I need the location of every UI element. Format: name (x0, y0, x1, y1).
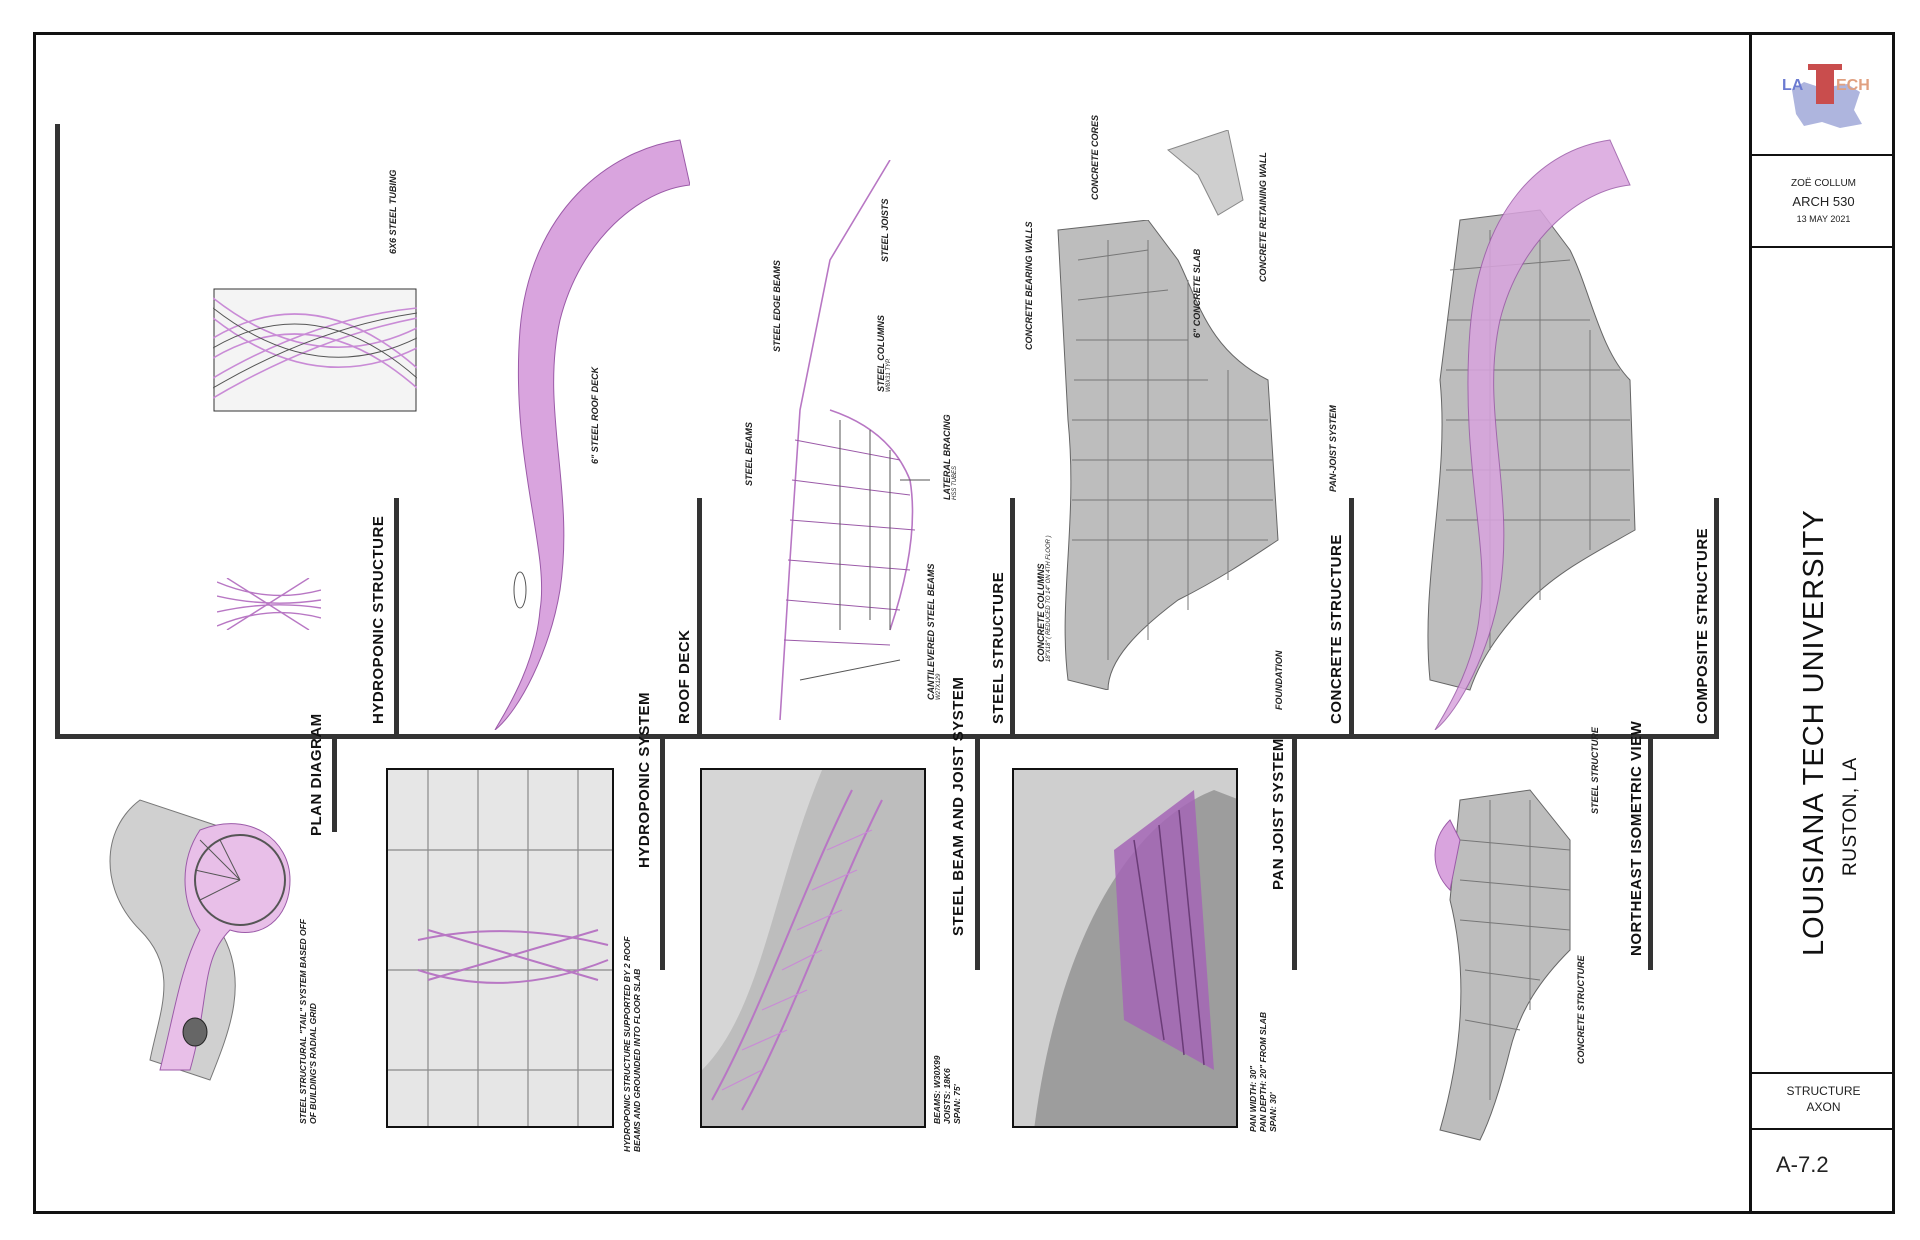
divider-left (55, 124, 60, 739)
label-plan-diagram: PLAN DIAGRAM (308, 713, 325, 836)
sheet-title-line2: AXON (1806, 1100, 1841, 1114)
callout-concrete-bearing-walls: CONCRETE BEARING WALLS (1024, 221, 1034, 350)
title-block: LA ECH ZOË COLLUM ARCH 530 13 MAY 2021 L… (1749, 32, 1895, 1214)
divider-bottom-3 (975, 734, 980, 970)
divider-top-3 (1010, 498, 1015, 739)
callout-ne-concrete-structure: CONCRETE STRUCTURE (1576, 955, 1586, 1064)
sheet-number-cell: A-7.2 (1752, 1130, 1895, 1211)
callout-ne-steel-structure: STEEL STRUCTURE (1590, 727, 1600, 814)
callout-pan-joist-system: PAN-JOIST SYSTEM (1328, 405, 1338, 492)
pan-joist-render (1014, 770, 1236, 1126)
label-hydroponic-structure: HYDROPONIC STRUCTURE (370, 515, 387, 724)
callout-foundation: FOUNDATION (1274, 650, 1284, 710)
plan-diagram (109, 799, 291, 1081)
divider-bottom-4 (1292, 734, 1297, 970)
divider-horizontal (55, 734, 1719, 739)
logo-cell: LA ECH (1752, 32, 1895, 156)
hydroponic-tower-model (217, 578, 321, 630)
label-pan-joist-system: PAN JOIST SYSTEM (1270, 738, 1287, 890)
plan-note: STEEL STRUCTURAL "TAIL" SYSTEM BASED OFF… (298, 919, 318, 1124)
label-steel-structure: STEEL STRUCTURE (990, 571, 1007, 724)
divider-top-4 (1349, 498, 1354, 739)
label-composite-structure: COMPOSITE STRUCTURE (1694, 527, 1711, 724)
callout-concrete-retaining-wall: CONCRETE RETAINING WALL (1258, 152, 1268, 282)
svg-text:LA: LA (1782, 77, 1804, 94)
hydroponic-tubing-detail (213, 288, 417, 412)
callout-steel-tubing: 6X6 STEEL TUBING (388, 169, 398, 254)
steel-beam-joist-render (702, 770, 924, 1126)
sheet-title-cell: STRUCTURE AXON (1752, 1074, 1895, 1130)
divider-top-5 (1714, 498, 1719, 739)
divider-bottom-5 (1648, 734, 1653, 970)
hydroponic-system-image (386, 768, 614, 1128)
pan-joist-image (1012, 768, 1238, 1128)
author-name: ZOË COLLUM (1790, 178, 1856, 189)
label-northeast-isometric: NORTHEAST ISOMETRIC VIEW (1628, 720, 1645, 956)
university-cell: LOUISIANA TECH UNIVERSITY RUSTON, LA (1752, 248, 1895, 1074)
callout-concrete-slab: 6" CONCRETE SLAB (1192, 248, 1202, 338)
callout-concrete-cores: CONCRETE CORES (1090, 114, 1100, 200)
course-code: ARCH 530 (1792, 194, 1855, 209)
author-cell: ZOË COLLUM ARCH 530 13 MAY 2021 (1752, 156, 1895, 248)
steel-beam-joist-image (700, 768, 926, 1128)
hydroponic-system-note: HYDROPONIC STRUCTURE SUPPORTED BY 2 ROOF… (622, 936, 642, 1152)
callout-steel-beams: STEEL BEAMS (744, 422, 754, 486)
northeast-isometric-model (1434, 789, 1571, 1141)
sheet-number: A-7.2 (1776, 1152, 1829, 1177)
label-roof-deck: ROOF DECK (676, 629, 693, 725)
concrete-structure-model (1057, 220, 1279, 690)
divider-bottom-1 (332, 734, 337, 832)
divider-top-2 (697, 498, 702, 739)
svg-text:ECH: ECH (1836, 77, 1870, 94)
latech-logo: LA ECH (1782, 64, 1870, 128)
label-concrete-structure: CONCRETE STRUCTURE (1328, 534, 1345, 724)
composite-structure-model (1427, 139, 1636, 730)
university-location: RUSTON, LA (1840, 757, 1861, 876)
university-name: LOUISIANA TECH UNIVERSITY (1798, 509, 1830, 956)
sheet-border (33, 32, 1895, 1214)
hydroponic-system-render (388, 770, 612, 1126)
label-hydroponic-system: HYDROPONIC SYSTEM (636, 691, 653, 868)
roof-deck-model (494, 139, 690, 730)
callout-steel-joists: STEEL JOISTS (880, 198, 890, 262)
steel-structure-model (779, 160, 930, 720)
divider-bottom-2 (660, 734, 665, 970)
callout-steel-edge-beams: STEEL EDGE BEAMS (772, 260, 782, 352)
sheet-title-line1: STRUCTURE (1786, 1084, 1861, 1098)
label-steel-beam-joist: STEEL BEAM AND JOIST SYSTEM (950, 676, 967, 936)
callout-steel-roof-deck: 6" STEEL ROOF DECK (590, 366, 600, 464)
divider-top-1 (394, 498, 399, 739)
concrete-retaining-wall-model (1166, 130, 1244, 216)
sheet-date: 13 MAY 2021 (1796, 214, 1851, 224)
